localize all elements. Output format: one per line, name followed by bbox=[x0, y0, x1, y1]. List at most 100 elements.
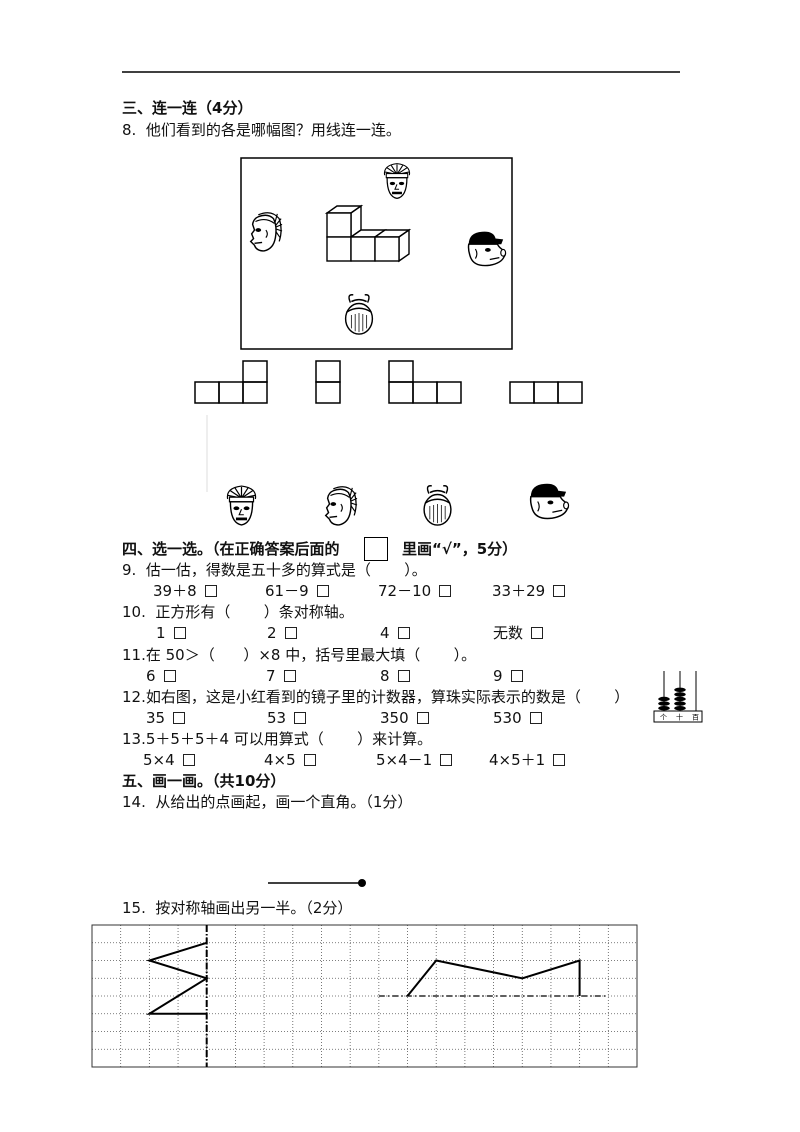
abacus-mirror-image: 个 十 百 bbox=[653, 671, 703, 723]
option-label: 53 bbox=[267, 709, 287, 727]
viewer-left-face-icon bbox=[249, 211, 283, 252]
answer-checkbox bbox=[510, 670, 523, 682]
half-figure-right bbox=[406, 959, 581, 997]
question-10: 10. 正方形有（ ）条对称轴。 bbox=[122, 603, 354, 621]
answer-checkbox bbox=[204, 585, 217, 597]
abacus-bead bbox=[674, 687, 686, 692]
side-face-icon bbox=[324, 485, 358, 526]
answer-checkbox bbox=[439, 585, 452, 597]
option-label: 4×5 bbox=[264, 751, 296, 769]
cube-solid bbox=[324, 204, 412, 263]
abacus-label: 十 bbox=[676, 713, 683, 722]
section5-title: 五、画一画。（共10分） bbox=[122, 772, 286, 790]
question-13: 13.5＋5＋5＋4 可以用算式（ ）来计算。 bbox=[122, 730, 433, 748]
answer-checkbox bbox=[303, 754, 316, 766]
option-q10-d: 无数 bbox=[493, 624, 544, 642]
answer-checkbox bbox=[294, 712, 307, 724]
option-q10-c: 4 bbox=[380, 624, 410, 642]
abacus-base bbox=[653, 710, 703, 723]
answer-checkbox bbox=[283, 670, 296, 682]
option-label: 61－9 bbox=[265, 582, 309, 600]
view-option-3 bbox=[388, 360, 462, 404]
option-label: 350 bbox=[380, 709, 409, 727]
answer-checkbox bbox=[284, 627, 297, 639]
option-q12-c: 350 bbox=[380, 709, 429, 727]
question-15: 15. 按对称轴画出另一半。（2分） bbox=[122, 899, 353, 917]
option-q9-a: 39＋8 bbox=[153, 582, 217, 600]
grid-lines bbox=[92, 925, 637, 1067]
option-label: 72－10 bbox=[378, 582, 432, 600]
section3-title: 三、连一连（4分） bbox=[122, 99, 253, 117]
answer-checkbox bbox=[316, 585, 329, 597]
answer-checkbox bbox=[182, 754, 195, 766]
answer-checkbox bbox=[531, 627, 544, 639]
answer-checkbox bbox=[553, 585, 566, 597]
option-q10-b: 2 bbox=[267, 624, 297, 642]
abacus-bead bbox=[658, 706, 670, 711]
question-8: 8. 他们看到的各是哪幅图？用线连一连。 bbox=[122, 121, 401, 139]
front-face-icon bbox=[226, 485, 257, 526]
option-label: 9 bbox=[493, 667, 503, 685]
option-label: 2 bbox=[267, 624, 277, 642]
option-label: 8 bbox=[380, 667, 390, 685]
section4-title-prefix: 四、选一选。（在正确答案后面的 bbox=[122, 540, 340, 558]
option-label: 4×5＋1 bbox=[489, 751, 546, 769]
answer-checkbox bbox=[440, 754, 453, 766]
option-label: 35 bbox=[146, 709, 166, 727]
option-q13-c: 5×4－1 bbox=[376, 751, 453, 769]
question-11: 11.在 50＞（ ）×8 中，括号里最大填（ ）。 bbox=[122, 646, 477, 664]
answer-checkbox bbox=[553, 754, 566, 766]
answer-checkbox bbox=[416, 712, 429, 724]
matching-frame bbox=[240, 157, 513, 350]
option-q10-a: 1 bbox=[156, 624, 186, 642]
viewer-bottom-face-icon bbox=[344, 294, 374, 335]
option-q13-b: 4×5 bbox=[264, 751, 316, 769]
abacus-bead bbox=[658, 701, 670, 706]
view-option-2 bbox=[315, 360, 341, 404]
back-face-icon bbox=[423, 485, 452, 526]
viewer-top-face-icon bbox=[383, 163, 411, 199]
option-q9-c: 72－10 bbox=[378, 582, 452, 600]
abacus-bead bbox=[658, 696, 670, 702]
abacus-bead bbox=[674, 706, 686, 711]
option-label: 39＋8 bbox=[153, 582, 197, 600]
abacus-beads bbox=[658, 687, 686, 711]
option-label: 7 bbox=[266, 667, 276, 685]
option-q11-b: 7 bbox=[266, 667, 296, 685]
option-q11-c: 8 bbox=[380, 667, 410, 685]
abacus-label: 百 bbox=[692, 714, 699, 722]
symmetry-grid bbox=[91, 924, 638, 1068]
option-q13-a: 5×4 bbox=[143, 751, 195, 769]
option-label: 无数 bbox=[493, 624, 524, 642]
option-q12-d: 530 bbox=[493, 709, 542, 727]
option-label: 1 bbox=[156, 624, 166, 642]
half-figure-left bbox=[145, 941, 210, 1015]
answer-box-sample bbox=[364, 537, 388, 561]
answer-checkbox bbox=[173, 712, 186, 724]
option-label: 4 bbox=[380, 624, 390, 642]
option-label: 530 bbox=[493, 709, 522, 727]
option-q9-d: 33＋29 bbox=[492, 582, 566, 600]
capped-face-icon bbox=[529, 483, 570, 520]
option-q11-a: 6 bbox=[146, 667, 176, 685]
answer-checkbox bbox=[173, 627, 186, 639]
option-q9-b: 61－9 bbox=[265, 582, 329, 600]
option-label: 5×4 bbox=[143, 751, 175, 769]
answer-checkbox bbox=[397, 670, 410, 682]
option-q11-d: 9 bbox=[493, 667, 523, 685]
section4-title-suffix: 里画“√”，5分） bbox=[402, 540, 518, 558]
question-12: 12.如右图，这是小红看到的镜子里的计数器，算珠实际表示的数是（ ） bbox=[122, 688, 630, 706]
question-9: 9. 估一估，得数是五十多的算式是（ ）。 bbox=[122, 561, 427, 579]
viewer-right-face-icon bbox=[467, 230, 507, 267]
option-label: 33＋29 bbox=[492, 582, 546, 600]
view-option-1 bbox=[194, 360, 268, 404]
abacus-bead bbox=[674, 701, 686, 706]
answer-checkbox bbox=[529, 712, 542, 724]
abacus-bead bbox=[674, 692, 686, 697]
answer-checkbox bbox=[397, 627, 410, 639]
option-q12-b: 53 bbox=[267, 709, 307, 727]
option-q12-a: 35 bbox=[146, 709, 186, 727]
option-label: 6 bbox=[146, 667, 156, 685]
view-option-4 bbox=[509, 381, 583, 404]
